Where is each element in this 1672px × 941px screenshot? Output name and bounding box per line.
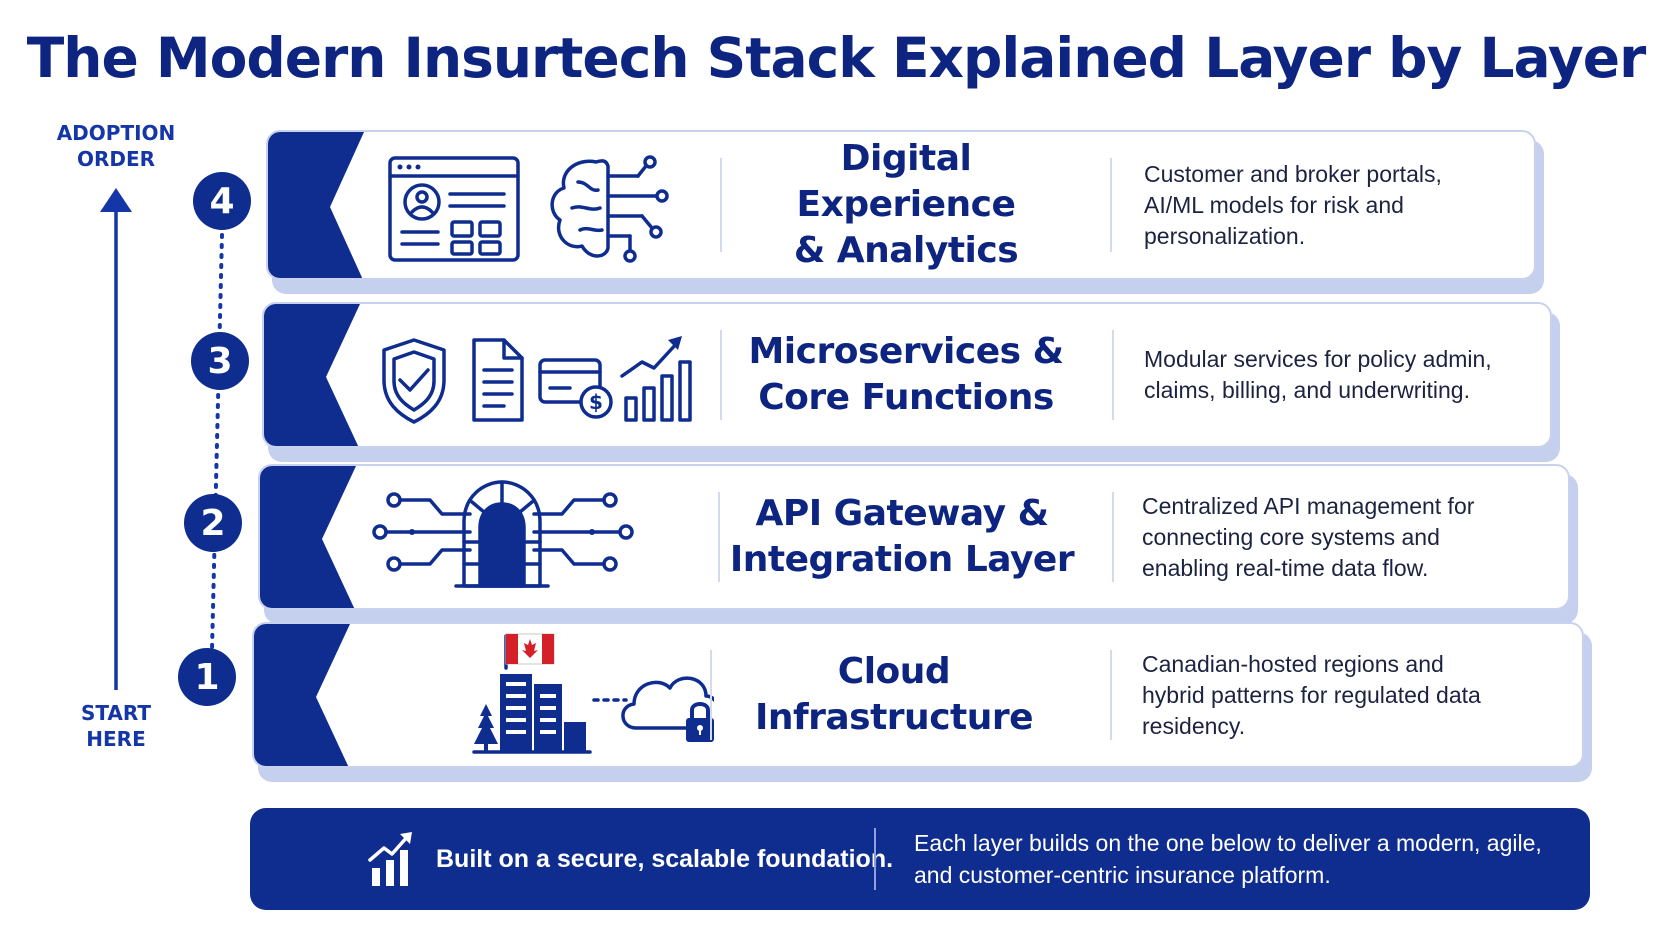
web-portal-icon xyxy=(388,156,520,262)
ai-brain-icon xyxy=(550,155,669,263)
adoption-order-label: ADOPTION ORDER xyxy=(56,121,176,171)
layer-1-description: Canadian-hosted regions and hybrid patte… xyxy=(1142,650,1481,739)
layer-3-name: Microservices & Core Functions xyxy=(748,331,1064,418)
growth-chart-icon xyxy=(368,832,412,886)
layer-2-name: API Gateway & Integration Layer xyxy=(729,493,1075,580)
datacenter-building-icon xyxy=(472,674,592,754)
layer-4-name: Digital Experience & Analytics xyxy=(793,138,1019,271)
api-gateway-icon xyxy=(372,480,634,588)
footer-right-text: Each layer builds on the one below to de… xyxy=(914,830,1542,888)
billing-card-icon: $ xyxy=(538,358,613,419)
adoption-arrow xyxy=(100,188,224,690)
footer-left-text: Built on a secure, scalable foundation. xyxy=(436,844,894,873)
layer-3-description: Modular services for policy admin, claim… xyxy=(1144,346,1492,403)
layer-1-card: Cloud Infrastructure Canadian-hosted reg… xyxy=(252,622,1592,782)
canada-flag-icon xyxy=(504,633,555,670)
layer-number-badge-1: 1 xyxy=(178,648,236,706)
layer-number-badge-4: 4 xyxy=(193,172,251,230)
page-title: The Modern Insurtech Stack Explained Lay… xyxy=(26,26,1646,90)
layer-4-description: Customer and broker portals, AI/ML model… xyxy=(1144,160,1442,249)
layer-4-card: Digital Experience & Analytics Customer … xyxy=(266,130,1544,294)
layer-number-badge-2: 2 xyxy=(184,494,242,552)
svg-text:$: $ xyxy=(589,390,603,414)
footer-banner: Built on a secure, scalable foundation. … xyxy=(250,808,1590,910)
layer-1-name: Cloud Infrastructure xyxy=(754,651,1034,738)
growth-chart-icon xyxy=(620,336,692,422)
layer-2-description: Centralized API management for connectin… xyxy=(1142,492,1475,581)
shield-check-icon xyxy=(382,338,446,424)
layer-number-badge-3: 3 xyxy=(191,332,249,390)
secure-cloud-icon xyxy=(621,676,714,742)
layer-3-card: $ Microservices & Core Functions Modular… xyxy=(262,302,1560,462)
layer-2-card: API Gateway & Integration Layer Centrali… xyxy=(258,464,1578,624)
start-here-label: START HERE xyxy=(80,701,152,751)
document-icon xyxy=(472,338,524,422)
